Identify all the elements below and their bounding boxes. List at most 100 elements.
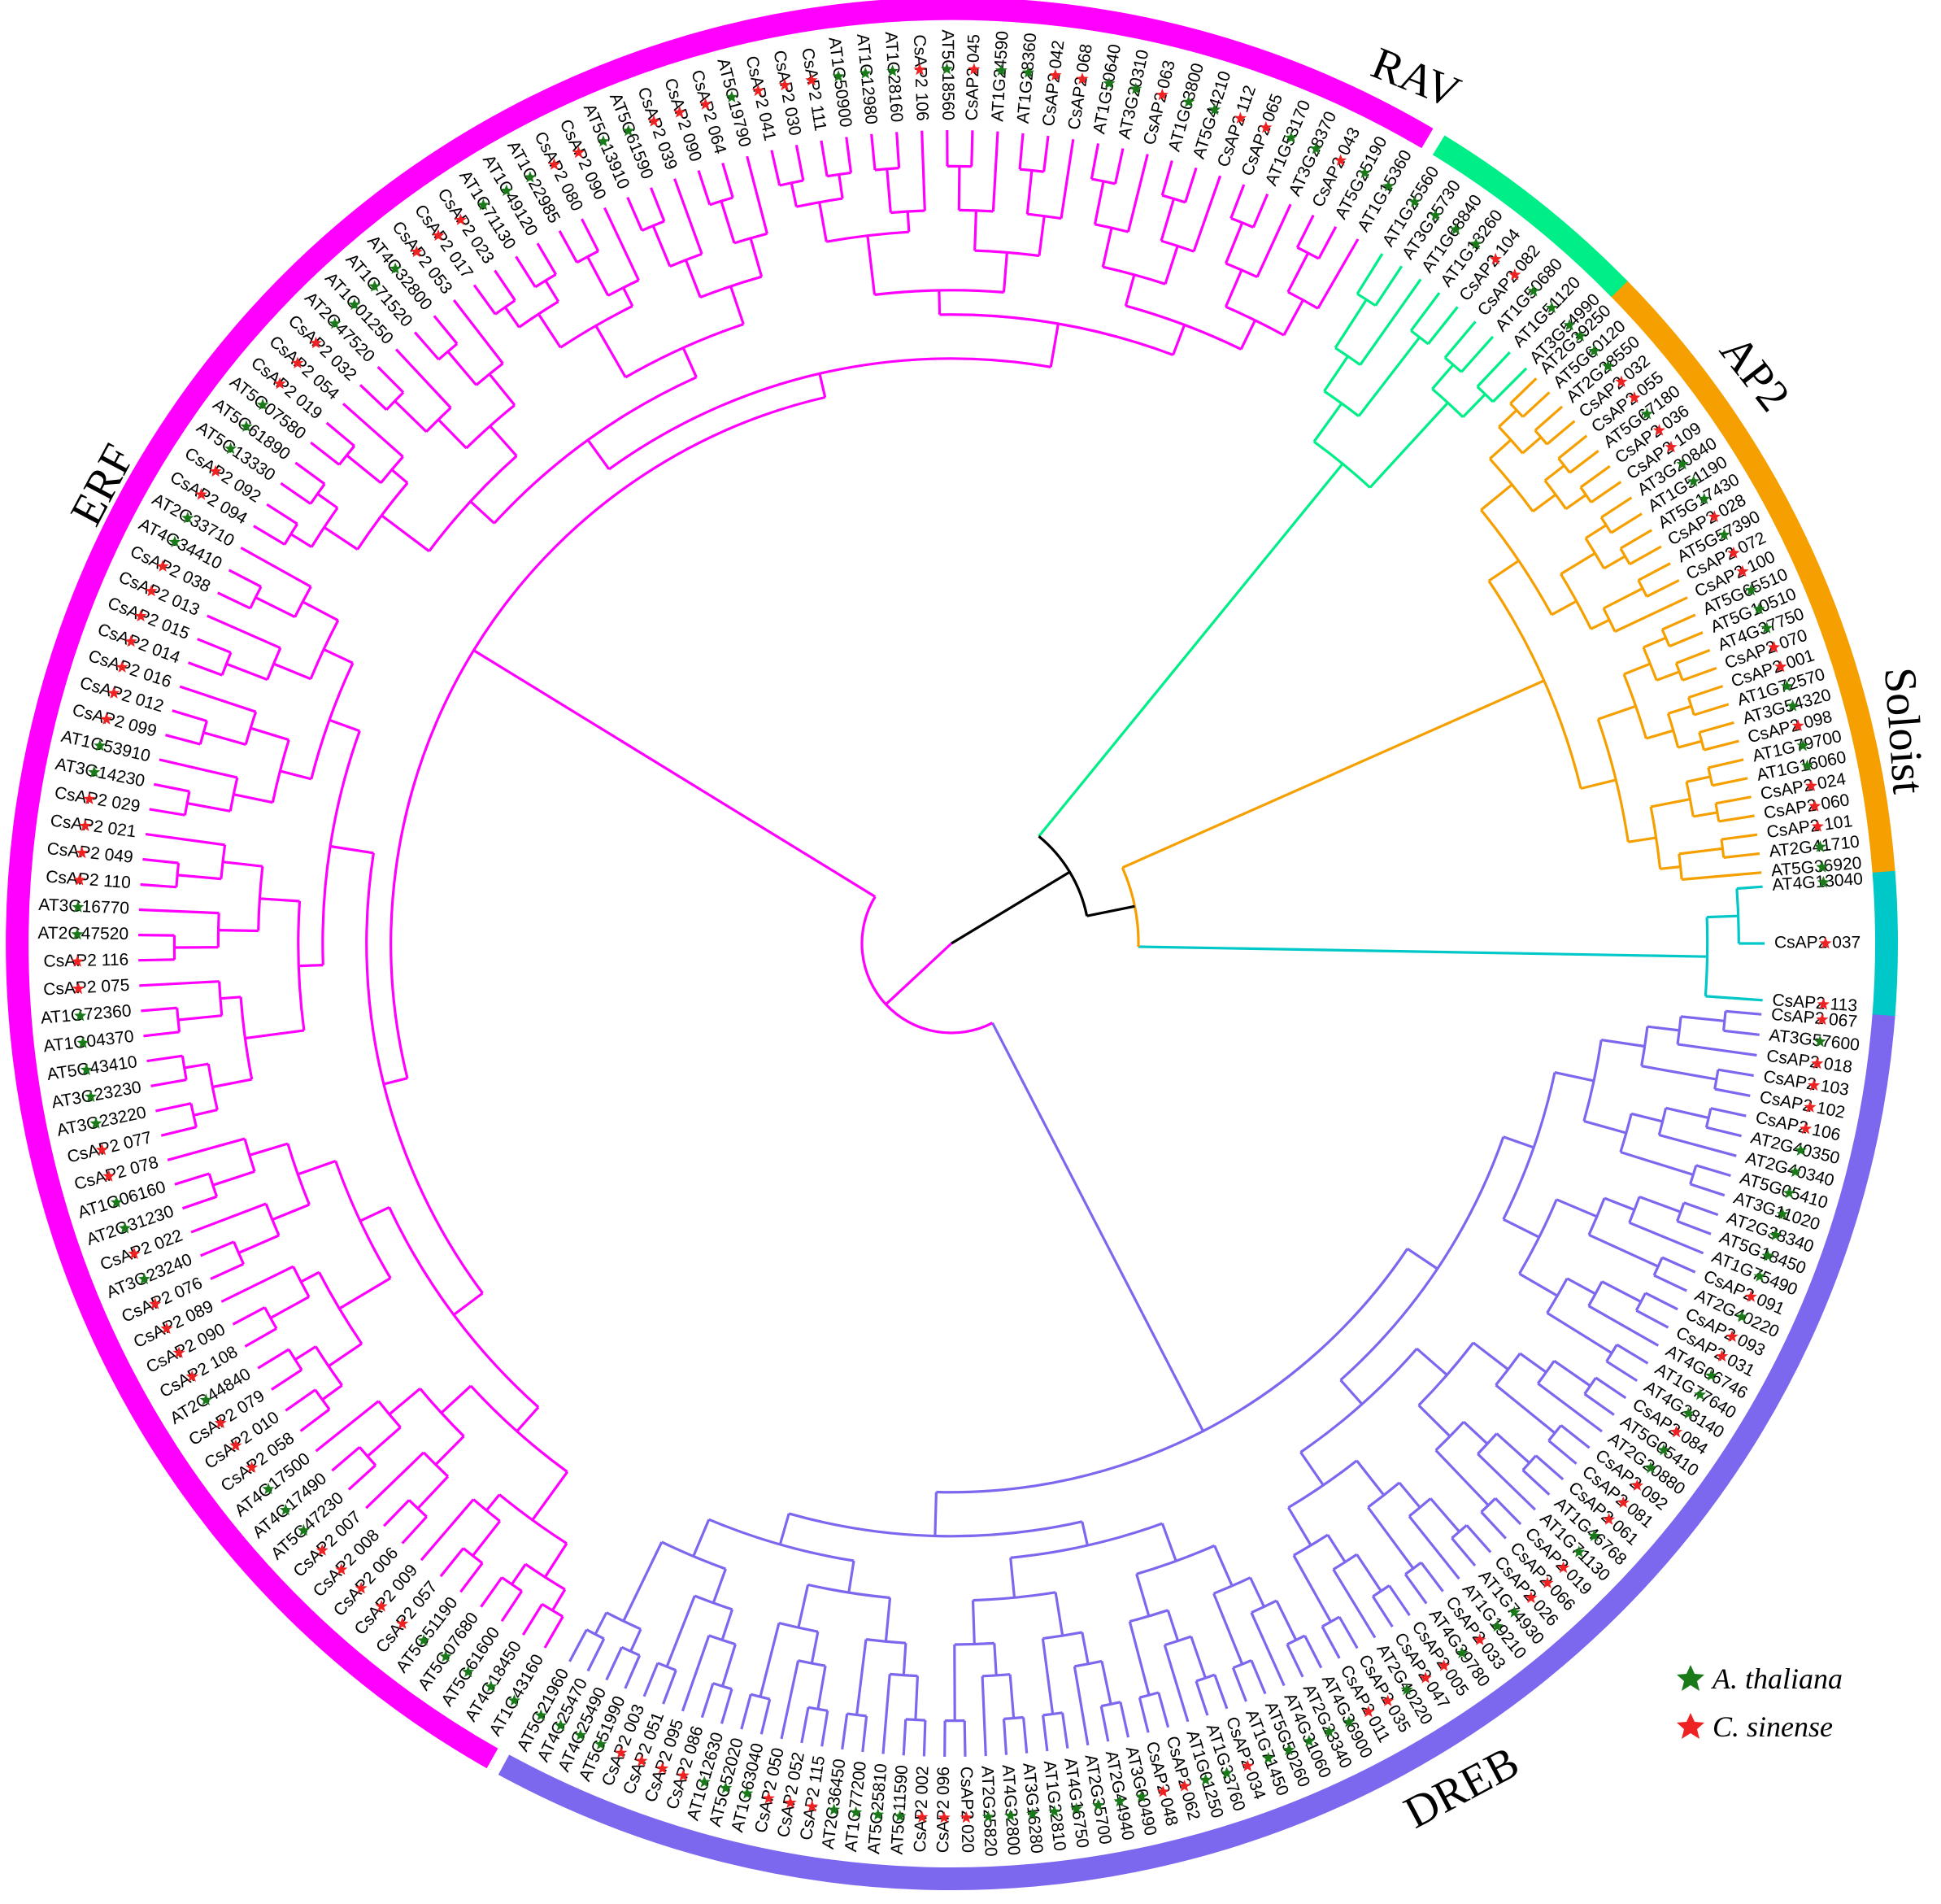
branch	[245, 1029, 305, 1040]
branch-arc	[1584, 537, 1605, 569]
athaliana-star-icon	[1322, 1725, 1336, 1737]
csinense-star-icon	[396, 1617, 409, 1629]
branch	[684, 259, 702, 298]
branch	[543, 1542, 568, 1578]
branch	[906, 211, 911, 233]
branch	[1723, 1029, 1760, 1036]
branch	[1231, 1667, 1247, 1702]
branch	[212, 1078, 253, 1089]
athaliana-star-icon	[1456, 1646, 1469, 1658]
branch	[1160, 160, 1173, 196]
branch	[1546, 420, 1576, 446]
branch	[1583, 1119, 1627, 1135]
branch	[700, 1683, 715, 1719]
branch	[991, 131, 999, 211]
branch	[323, 647, 354, 664]
branch	[272, 662, 311, 681]
branch	[1299, 1451, 1325, 1487]
branch	[207, 614, 281, 650]
branch	[1658, 1133, 1737, 1157]
branch	[1002, 252, 1008, 293]
branch	[1249, 1577, 1265, 1608]
branch	[1723, 852, 1760, 859]
csinense-star-icon	[107, 686, 120, 699]
csinense-star-icon	[73, 874, 86, 886]
branch	[259, 897, 300, 903]
branch	[1546, 1311, 1612, 1354]
branch	[1565, 494, 1587, 511]
csinense-star-icon	[145, 584, 158, 597]
branch	[1547, 1440, 1578, 1465]
athaliana-star-icon	[500, 184, 513, 197]
branch-arc	[1434, 1421, 1465, 1452]
branch	[266, 503, 298, 525]
athaliana-star-icon	[574, 1728, 587, 1741]
branch	[1420, 1562, 1444, 1592]
csinense-star-icon	[778, 78, 791, 91]
leaf-label: AT5G18560	[938, 29, 958, 120]
leaf-label: CsAP2 002	[911, 1766, 933, 1853]
branch-arc	[175, 862, 181, 887]
branch	[294, 461, 326, 486]
athaliana-star-icon	[1587, 1529, 1601, 1541]
branch	[902, 1643, 907, 1675]
branch	[1408, 1515, 1460, 1580]
branch	[673, 178, 703, 255]
branch	[1163, 1645, 1190, 1723]
branch	[1287, 1506, 1312, 1546]
athaliana-star-icon	[1760, 621, 1773, 634]
csinense-star-icon	[71, 955, 84, 967]
branch	[1356, 1459, 1386, 1497]
athaliana-star-icon	[1588, 344, 1601, 357]
branch	[437, 418, 468, 450]
branch	[1388, 1584, 1411, 1617]
branch	[142, 857, 179, 865]
athaliana-star-icon	[1182, 95, 1195, 107]
branch	[388, 1388, 421, 1416]
branch-arc	[1605, 1344, 1618, 1362]
csinense-star-icon	[1241, 1759, 1254, 1771]
branch	[1250, 1612, 1286, 1687]
csinense-star-icon	[1630, 1479, 1643, 1491]
branch	[232, 1306, 266, 1326]
athaliana-star-icon	[462, 1665, 475, 1678]
athaliana-star-icon	[1687, 475, 1700, 487]
branch	[1119, 1701, 1130, 1738]
branch-arc	[1332, 1553, 1358, 1571]
athaliana-star-icon	[224, 442, 237, 455]
branch	[1184, 167, 1198, 203]
csinense-star-icon	[1049, 68, 1062, 81]
athaliana-star-icon	[1508, 1606, 1521, 1618]
branch	[1476, 351, 1511, 388]
branch	[167, 1137, 246, 1161]
csinense-star-icon	[100, 712, 113, 725]
csinense-star-icon	[1774, 660, 1787, 673]
branch	[586, 255, 610, 297]
branch	[225, 662, 268, 682]
branch	[503, 306, 520, 329]
branch	[665, 1595, 696, 1667]
athaliana-star-icon	[1004, 1809, 1017, 1821]
csinense-star-icon	[1628, 391, 1641, 403]
branch	[1628, 836, 1656, 843]
branch	[1367, 1506, 1415, 1570]
branch	[280, 481, 311, 505]
athaliana-star-icon	[1694, 1388, 1707, 1401]
csinense-star-icon	[194, 488, 208, 500]
csinense-star-icon	[1816, 1013, 1829, 1026]
branch	[544, 280, 559, 303]
branch	[1225, 222, 1244, 264]
branch	[1605, 1360, 1639, 1383]
athaliana-star-icon	[439, 1649, 452, 1662]
branch	[401, 1515, 428, 1545]
branch	[381, 514, 430, 552]
clade-label-soloist: Soloist	[1874, 666, 1934, 796]
branch-arc	[358, 1446, 376, 1466]
csinense-star-icon	[309, 336, 323, 349]
branch	[1630, 1112, 1663, 1123]
branch-arc	[708, 1634, 736, 1646]
branch-arc	[309, 483, 326, 505]
csinense-star-icon	[806, 1800, 819, 1812]
branch	[310, 441, 341, 466]
